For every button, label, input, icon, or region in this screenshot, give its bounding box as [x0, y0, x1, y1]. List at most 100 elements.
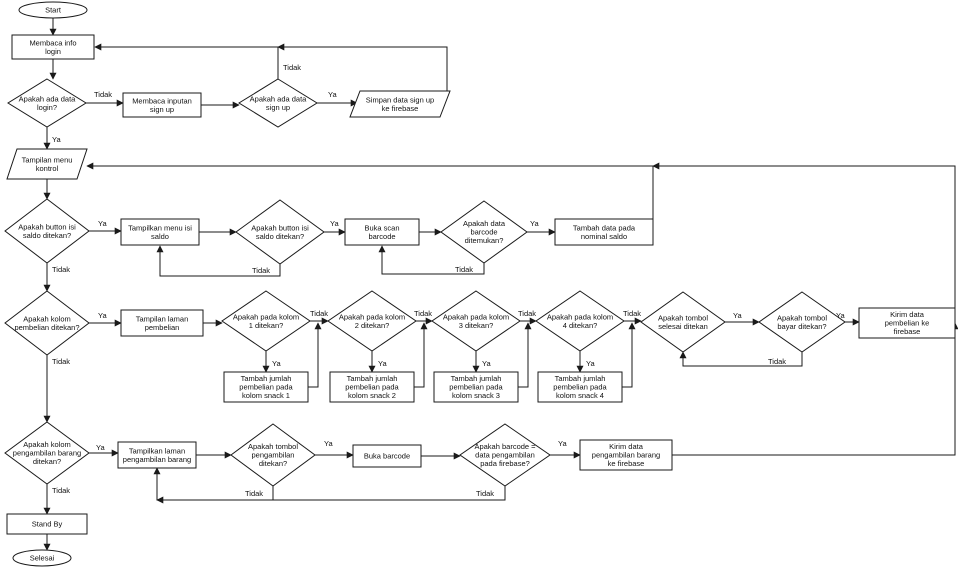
tampilan-menu-shape	[6, 148, 88, 180]
tambah3-label-line: pembelian pada	[449, 383, 503, 392]
tombol-pengambilan-label-line: ditekan?	[259, 459, 287, 468]
ada-data-login-label-line: login?	[37, 103, 57, 112]
tambah4-label-line: kolom snack 4	[556, 391, 604, 400]
branch-label-ya-pengambilan: Ya	[96, 443, 105, 452]
kolom-pengambilan-label-line: ditekan?	[33, 457, 61, 466]
connector-35	[679, 351, 803, 367]
kolom-pengambilan-label-line: pengambilan barang	[13, 449, 81, 458]
kolom1-label-line: Apakah pada kolom	[233, 312, 299, 321]
tombol-bayar-label-line: Apakah tombol	[777, 313, 827, 322]
branch-label-tidak-signup: Tidak	[283, 63, 301, 72]
simpan-signup-label-line: ke firebase	[382, 104, 419, 113]
tambah2-label-line: Tambah jumlah	[347, 374, 398, 383]
btn-isi-saldo-shape	[4, 198, 90, 264]
tombol-selesai-shape	[640, 291, 726, 353]
btn-isi-saldo-label-line: Apakah button isi	[18, 222, 76, 231]
tampilkan-isi-saldo-shape	[120, 218, 200, 246]
kolom-pengambilan-shape	[4, 421, 90, 485]
branch-label-ya-barcode: Ya	[530, 219, 539, 228]
kirim-pembelian-label-line: pembelian ke	[885, 319, 930, 328]
tombol-selesai-label-line: selesai ditekan	[658, 322, 708, 331]
kirim-pengambilan-label-line: pengambilan barang	[592, 451, 660, 460]
branch-label-tidak-barcode: Tidak	[455, 265, 473, 274]
barcode-sama-label-line: pada firebase?	[480, 459, 530, 468]
kolom4-label-line: 4 ditekan?	[563, 321, 598, 330]
branch-label-ya-pembelian: Ya	[98, 311, 107, 320]
branch-label-ya-saldo2: Ya	[330, 219, 339, 228]
kolom1-label-line: 1 ditekan?	[249, 321, 284, 330]
tambah2-label-line: kolom snack 2	[348, 391, 396, 400]
ada-data-signup-shape	[238, 78, 318, 128]
connector-5	[94, 43, 279, 79]
selesai-shape	[12, 549, 72, 567]
tombol-pengambilan-shape	[230, 423, 316, 487]
connector-15	[378, 245, 485, 275]
stand-by-shape	[6, 513, 88, 535]
connectors	[43, 18, 958, 551]
connector-23	[308, 322, 322, 388]
branch-label-tidak-login: Tidak	[94, 90, 112, 99]
branch-label-tidak-bayar: Tidak	[768, 357, 786, 366]
tampilan-pengambilan-shape	[117, 441, 197, 469]
tambah-saldo-label-line: nominal saldo	[581, 232, 627, 241]
selesai-label-line: Selesai	[30, 554, 55, 563]
tambah1-label-line: kolom snack 1	[242, 391, 290, 400]
tambah4-shape	[537, 371, 623, 403]
connector-36	[652, 162, 956, 323]
simpan-signup-label-line: Simpan data sign up	[366, 95, 434, 104]
kolom4-label-line: Apakah pada kolom	[547, 312, 613, 321]
branch-label-tidak-barcode-sama: Tidak	[476, 489, 494, 498]
kolom3-shape	[431, 290, 521, 352]
tombol-pengambilan-label-line: Apakah tombol	[248, 442, 298, 451]
branch-label-ya-k1: Ya	[272, 359, 281, 368]
tampilkan-isi-saldo-label-line: saldo	[151, 232, 169, 241]
connector-32	[622, 322, 636, 388]
branch-label-ya-bayar: Ya	[836, 311, 845, 320]
tombol-pengambilan-label-line: pengambilan	[252, 451, 295, 460]
kolom2-label-line: 2 ditekan?	[355, 321, 390, 330]
kolom-pembelian-label-line: Apakah kolom	[23, 314, 71, 323]
membaca-inputan-label-line: Membaca inputan	[132, 96, 192, 105]
tombol-selesai-label-line: Apakah tombol	[658, 313, 708, 322]
tambah-saldo-label-line: Tambah data pada	[573, 223, 636, 232]
kolom3-label-line: 3 ditekan?	[459, 321, 494, 330]
kirim-pembelian-label-line: Kirim data	[890, 310, 925, 319]
kirim-pembelian-shape	[858, 307, 956, 339]
kirim-pengambilan-shape	[579, 439, 673, 471]
tombol-bayar-label-line: bayar ditekan?	[777, 322, 826, 331]
branch-label-tidak-saldo2: Tidak	[252, 266, 270, 275]
btn-isi-saldo2-shape	[235, 199, 325, 265]
start-label-line: Start	[45, 6, 62, 15]
tombol-bayar-shape	[758, 291, 846, 353]
branch-label-ya-login: Ya	[52, 135, 61, 144]
start-shape	[18, 1, 88, 19]
tambah2-label-line: pembelian pada	[345, 383, 399, 392]
buka-scan-label-line: Buka scan	[364, 223, 399, 232]
branch-label-ya-saldo: Ya	[98, 219, 107, 228]
kolom2-shape	[327, 290, 417, 352]
tambah1-shape	[223, 371, 309, 403]
tampilan-menu-label-line: Tampilan menu	[22, 155, 73, 164]
ada-data-login-label-line: Apakah ada data	[19, 94, 77, 103]
kolom4-shape	[535, 290, 625, 352]
kolom-pembelian-shape	[4, 290, 90, 356]
tampilkan-isi-saldo-label-line: Tampilkan menu isi	[128, 223, 192, 232]
branch-label-tidak-pembelian: Tidak	[52, 357, 70, 366]
tambah4-label-line: Tambah jumlah	[555, 374, 606, 383]
